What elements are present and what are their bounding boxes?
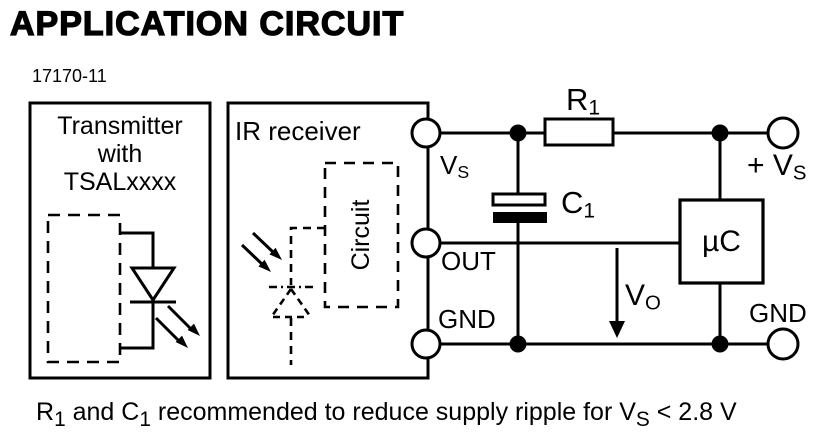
- circuit-label: Circuit: [346, 199, 375, 271]
- c1-bottom-plate: [493, 212, 547, 223]
- transmitter-box: [28, 101, 212, 380]
- r1-body: [543, 117, 615, 147]
- external-circuit: [410, 116, 800, 361]
- page-title: APPLICATION CIRCUIT: [9, 4, 405, 43]
- transmitter-block: [28, 101, 212, 380]
- supply-label: + VS: [747, 149, 807, 185]
- gnd-right-terminal: [766, 327, 800, 361]
- out-pin-label: OUT: [441, 246, 496, 276]
- vs-pin-label: VS: [440, 150, 470, 182]
- c1-label: C1: [561, 185, 596, 223]
- led-symbol: [120, 231, 200, 350]
- transmitter-label-line1: Transmitter: [57, 112, 183, 140]
- vo-label: VO: [625, 279, 661, 315]
- ir-receiver-label: IR receiver: [235, 116, 361, 146]
- supply-terminal: [766, 116, 800, 150]
- transmitter-label-line3: TSALxxxx: [63, 168, 177, 196]
- transmitter-label-line2: with: [97, 140, 143, 168]
- vs-terminal: [410, 117, 442, 149]
- vo-arrow-icon: [609, 248, 625, 338]
- out-terminal: [410, 227, 442, 259]
- gnd-terminal: [410, 328, 442, 360]
- incident-light-arrows-icon: [240, 231, 282, 272]
- junction-dots: [509, 124, 729, 353]
- transmitter-label: Transmitter with TSALxxxx: [30, 112, 210, 196]
- microcontroller-box: [678, 198, 765, 285]
- c1-top-plate: [491, 192, 547, 207]
- gnd-pin-label: GND: [438, 304, 496, 334]
- footnote: R1 and C1 recommended to reduce supply r…: [36, 398, 737, 431]
- led-emission-arrows-icon: [154, 304, 200, 348]
- gnd-right-label: GND: [749, 298, 807, 328]
- r1-label: R1: [566, 82, 601, 120]
- photodiode-symbol: [240, 226, 325, 365]
- figure-number: 17170-11: [32, 66, 107, 86]
- transmitter-dashed-box: [46, 213, 122, 364]
- pin-terminals: [410, 116, 800, 361]
- microcontroller-label: µC: [702, 225, 741, 258]
- circuit-dashed-box: [323, 161, 400, 309]
